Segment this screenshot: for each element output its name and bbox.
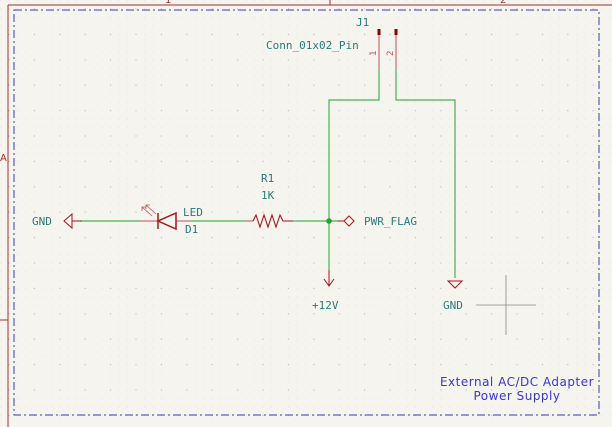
note-line-1: External AC/DC Adapter [440, 375, 594, 389]
pwr-flag-label: PWR_FLAG [364, 215, 417, 228]
pwr-flag-symbol[interactable]: PWR_FLAG [337, 215, 417, 228]
j1-value: Conn_01x02_Pin [266, 39, 359, 52]
led-ref: D1 [185, 223, 198, 236]
wire-pin1 [328, 70, 380, 270]
gnd-left-label: GND [32, 215, 52, 228]
wire-pin2 [395, 70, 456, 278]
j1-ref: J1 [356, 16, 369, 29]
led-value: LED [183, 206, 203, 219]
crosshair-cursor-icon [476, 275, 536, 335]
junction-dot[interactable] [326, 218, 332, 224]
frame-col-2: 2 [500, 0, 506, 6]
group-border [13, 9, 600, 416]
light-emission-icon [141, 204, 157, 217]
power-12v-symbol[interactable]: +12V [312, 270, 339, 312]
frame-row-a: A [0, 153, 7, 164]
frame-col-1: 1 [165, 0, 171, 6]
v12-label: +12V [312, 299, 339, 312]
note-line-2: Power Supply [474, 389, 561, 403]
wires [80, 70, 456, 278]
connector-j1[interactable]: J1 Conn_01x02_Pin 1 2 [266, 16, 398, 70]
r1-ref: R1 [261, 172, 274, 185]
gnd-symbol-left[interactable]: GND [32, 212, 82, 230]
r1-value: 1K [261, 189, 275, 202]
led-d1[interactable]: LED D1 [140, 204, 203, 236]
j1-pin1-number: 1 [369, 51, 379, 56]
j1-pin2-number: 2 [386, 51, 396, 56]
gnd-right-label: GND [443, 299, 463, 312]
resistor-r1[interactable]: R1 1K [245, 172, 293, 229]
gnd-symbol-right[interactable]: GND [443, 280, 464, 312]
